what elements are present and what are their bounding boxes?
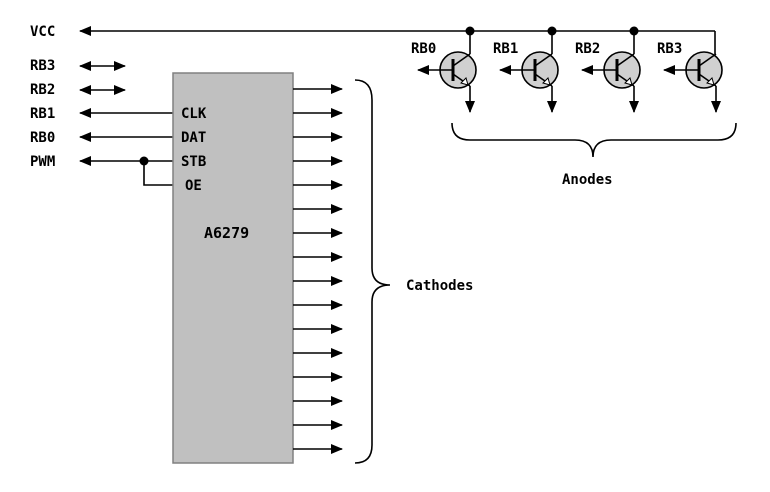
port-label-rb3: RB3 — [30, 58, 55, 74]
transistor-label-rb3: RB3 — [657, 41, 682, 57]
vcc-label: VCC — [30, 24, 55, 40]
port-label-rb0: RB0 — [30, 130, 55, 146]
chip-pin-stb: STB — [181, 154, 206, 170]
transistor-label-rb2: RB2 — [575, 41, 600, 57]
emitter-arrow-icon — [542, 77, 551, 86]
cathodes-brace — [354, 79, 391, 464]
chip-body — [172, 72, 294, 464]
port-labels: RB3 RB2 RB1 RB0 PWM — [30, 58, 173, 186]
chip-pin-oe: OE — [185, 178, 202, 194]
emitter-arrow-icon — [460, 77, 469, 86]
transistor-collector — [616, 53, 635, 67]
transistor-rb0 — [417, 26, 477, 113]
cathodes-group: Cathodes — [354, 79, 473, 464]
cathodes-label: Cathodes — [406, 278, 473, 294]
transistor-collector — [534, 53, 553, 67]
chip-pin-clk: CLK — [181, 106, 207, 122]
transistor-rb1 — [499, 26, 559, 113]
vcc-rail: VCC — [30, 24, 716, 52]
transistor-row: RB0 RB1 RB2 RB3 — [411, 26, 723, 113]
transistor-rb3 — [663, 51, 723, 113]
port-label-rb2: RB2 — [30, 82, 55, 98]
transistor-collector — [698, 53, 717, 67]
emitter-arrow-icon — [624, 77, 633, 86]
transistor-label-rb1: RB1 — [493, 41, 518, 57]
anodes-group: Anodes — [451, 122, 737, 188]
chip-name: A6279 — [204, 224, 249, 242]
chip-output-arrows — [293, 84, 343, 454]
chip-a6279: CLK DAT STB OE A6279 — [172, 72, 343, 464]
pwm-to-oe-wire — [143, 161, 173, 186]
transistor-label-rb0: RB0 — [411, 41, 436, 57]
port-label-pwm: PWM — [30, 154, 55, 170]
chip-pin-dat: DAT — [181, 130, 206, 146]
anodes-brace — [451, 122, 737, 158]
transistor-collector — [452, 53, 471, 67]
anodes-label: Anodes — [562, 172, 613, 188]
transistor-rb2 — [581, 26, 641, 113]
emitter-arrow-icon — [706, 77, 715, 86]
port-label-rb1: RB1 — [30, 106, 55, 122]
